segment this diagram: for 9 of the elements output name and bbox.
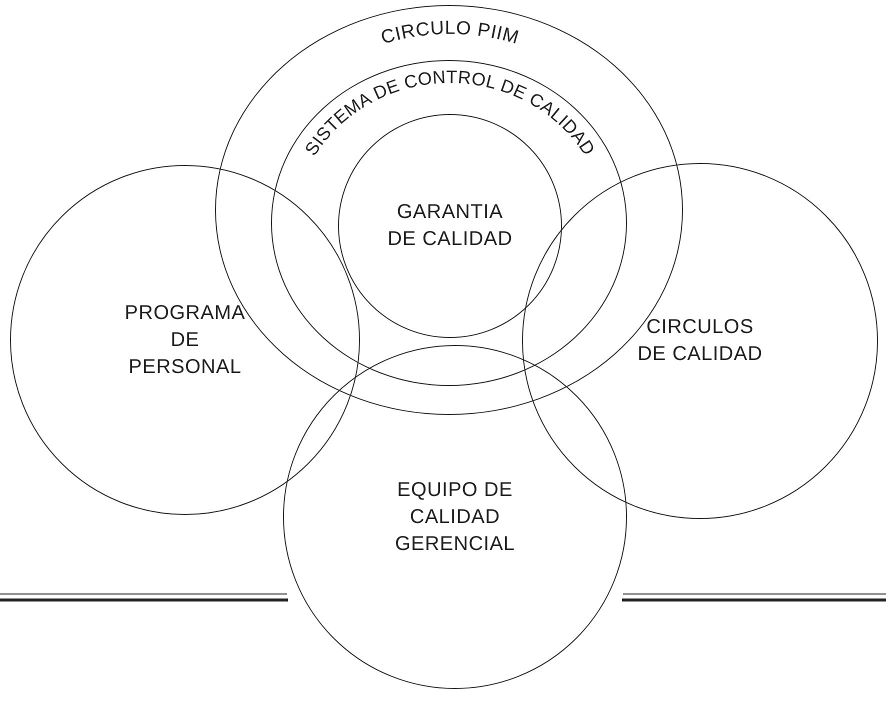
circle [10, 165, 360, 515]
circle-label: EQUIPO DE CALIDAD GERENCIAL [394, 478, 516, 556]
curved-label: CIRCULO PIIM [378, 18, 522, 49]
circle [283, 345, 627, 689]
circle-label: PROGRAMA DE PERSONAL [124, 300, 246, 380]
circle-label: GARANTIA DE CALIDAD [386, 200, 514, 252]
circle [271, 60, 627, 386]
circle-label: CIRCULOS DE CALIDAD [636, 315, 764, 367]
circle [522, 163, 878, 519]
